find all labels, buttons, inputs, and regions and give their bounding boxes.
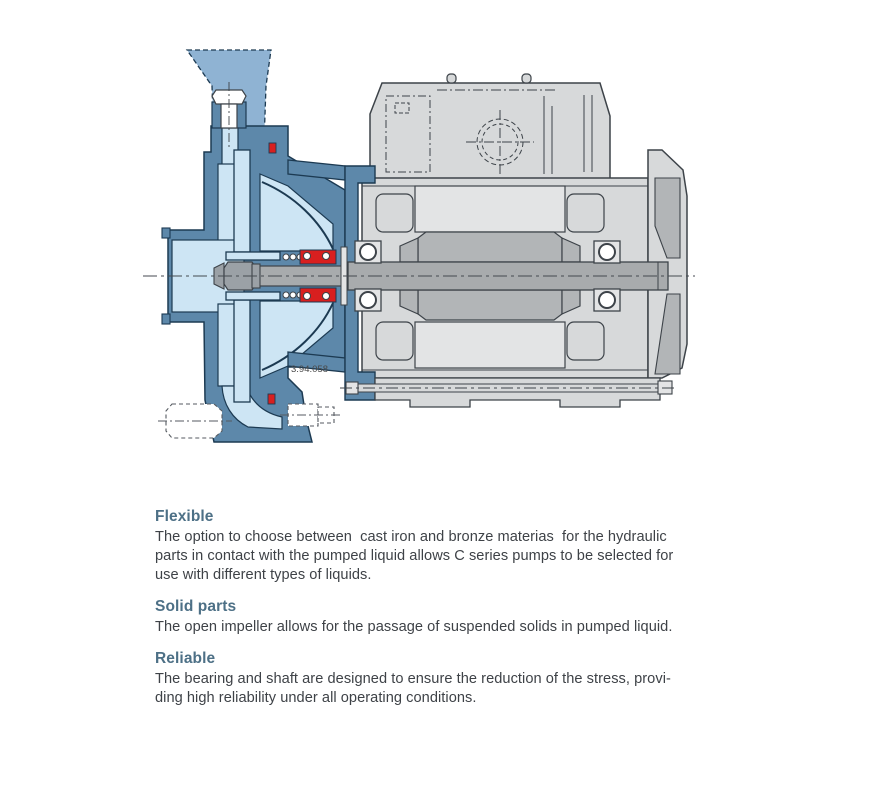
- terminal-box-details: [385, 89, 593, 174]
- fan-blade-bottom: [654, 293, 681, 375]
- impeller-blade-upper: [233, 149, 251, 253]
- seal-spring: [282, 253, 304, 299]
- body-line: The option to choose between cast iron a…: [155, 529, 667, 545]
- drain-plug-right: [280, 403, 342, 427]
- vent-plug: [211, 82, 247, 150]
- bearing-fan-end: [593, 240, 621, 312]
- mechanical-seal: [282, 246, 348, 306]
- impeller-blade-lower: [233, 299, 251, 403]
- shaft-assembly: [213, 240, 669, 312]
- section-solid-parts: Solid parts The open impeller allows for…: [155, 598, 703, 637]
- tie-rod: [340, 380, 678, 395]
- body-line: The bearing and shaft are designed to en…: [155, 671, 671, 687]
- motor-section: [287, 73, 688, 408]
- rotor: [399, 231, 581, 321]
- impeller-nut: [213, 261, 261, 291]
- rotor-top: [417, 231, 563, 263]
- stator-core-top: [414, 185, 566, 233]
- terminal-box: [369, 82, 611, 181]
- suction-flange-lip-bottom: [161, 313, 171, 325]
- oring-marker-bottom: [267, 393, 276, 405]
- impeller-hub-lower: [225, 291, 281, 301]
- section-heading: Reliable: [155, 650, 216, 667]
- lifting-tab-left: [446, 73, 457, 84]
- rotor-bottom: [417, 289, 563, 321]
- body-line: The open impeller allows for the passage…: [155, 619, 673, 635]
- body-line: ding high reliability under all operatin…: [155, 690, 477, 706]
- vent-plug-head: [211, 89, 247, 105]
- oring-marker-top: [268, 142, 277, 154]
- pump-cross-section-diagram: 3.94.058: [143, 49, 695, 443]
- section-reliable: Reliable The bearing and shaft are desig…: [155, 650, 703, 708]
- drain-plug-left: [158, 403, 232, 439]
- volute-wall-upper: [261, 181, 334, 250]
- section-heading: Flexible: [155, 508, 214, 525]
- figure-code-label: 3.94.058: [291, 364, 328, 375]
- section-heading: Solid parts: [155, 598, 237, 615]
- bearing-drive-end: [354, 240, 382, 312]
- section-flexible: Flexible The option to choose between ca…: [155, 508, 703, 585]
- end-windings: [375, 193, 605, 361]
- volute-wall-lower: [261, 302, 334, 371]
- pump-section: [158, 49, 346, 443]
- stator-core-bottom: [414, 321, 566, 369]
- body-line: parts in contact with the pumped liquid …: [155, 548, 674, 564]
- suction-flange-lip-top: [161, 227, 171, 239]
- lifting-tab-right: [521, 73, 532, 84]
- impeller: [225, 149, 281, 403]
- chamber-upper-right: [259, 173, 334, 252]
- feature-text-block: Flexible The option to choose between ca…: [155, 508, 703, 721]
- fan-blade-top: [654, 177, 681, 259]
- drive-end-bracket: [344, 165, 376, 401]
- impeller-hub-upper: [225, 251, 281, 261]
- body-line: use with different types of liquids.: [155, 567, 372, 583]
